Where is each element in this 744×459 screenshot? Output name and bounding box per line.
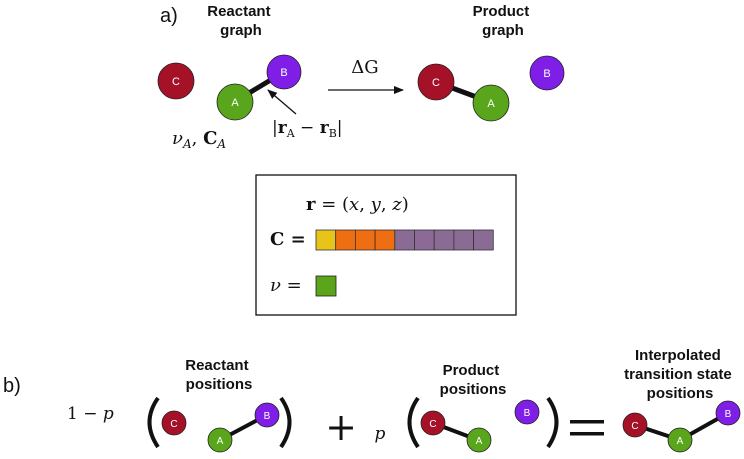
coef-one-minus-p: 1 − p [67,404,114,424]
delta-g-label: ΔG [351,57,378,78]
atom-c-label: C [429,419,436,430]
atom-b-label: B [280,67,287,79]
atom-c-label: C [432,77,440,89]
transition-state-title-line1: Interpolated [635,347,721,364]
product-graph: C A B [417,55,565,122]
c-vector-cell [473,229,494,251]
distance-pointer-arrow [267,89,297,115]
plus-sign: + [325,405,357,449]
position-definition: r = (x, y, z) [306,194,409,215]
reactant-positions: C B A [161,402,280,453]
reactant-positions-title: Reactant positions [185,357,253,393]
equals-sign: = [570,420,604,441]
product-positions-title-line2: positions [440,381,507,398]
atom-a-label: A [231,97,239,109]
distance-sub-b: B [329,127,337,140]
atom-a-label: A [217,436,224,447]
atom-a: A [466,427,492,453]
panel-b-label: b) [3,375,21,397]
distance-r1: r [278,118,288,138]
transition-state-positions: C A B [622,400,741,453]
atom-a: A [667,427,693,453]
distance-sub-a: A [286,127,296,140]
c-vector-cell [414,229,435,251]
atom-a: A [216,83,254,121]
nu-square [315,275,337,297]
product-positions: C A B [420,399,540,453]
atom-b: B [529,55,565,91]
node-feature-label: νA, CA [172,128,226,151]
product-positions-title: Product positions [440,362,507,398]
feature-legend-box: r = (x, y, z) C = ν = [255,174,517,316]
atom-a: A [207,427,233,453]
c-vector-label: C = [270,229,306,250]
right-paren-product [546,396,559,449]
equals-text: = [587,439,588,441]
atom-a-label: A [476,436,483,447]
atom-c-label: C [170,419,177,430]
transition-state-title-line3: positions [647,385,714,402]
nu-symbol: ν [172,128,183,149]
reactant-graph: C B A [157,54,302,121]
reactant-positions-title-line2: positions [186,376,253,393]
product-graph-title-line2: graph [482,22,524,39]
distance-r2: r [320,118,330,138]
c-vector-cell [453,229,474,251]
atom-b: B [715,400,741,426]
atom-c: C [417,63,455,101]
product-graph-title: Product graph [473,3,534,39]
product-graph-title-line1: Product [473,3,530,20]
atom-b: B [514,399,540,425]
c-vector-cell [315,229,337,251]
atom-a-label: A [677,436,684,447]
atom-c: C [420,410,446,436]
atom-c: C [622,412,648,438]
atom-b-label: B [725,409,732,420]
transition-state-title: Interpolated transition state positions [624,347,736,402]
reactant-graph-title-line1: Reactant [207,3,270,20]
distance-minus: − [295,118,320,138]
c-vector-cell [433,229,455,251]
c-vector [315,229,494,251]
atom-a-label: A [487,98,495,110]
c-vector-cell [335,229,356,251]
nu-label: ν = [270,275,302,296]
reactant-graph-title-line2: graph [220,22,262,39]
atom-b-label: B [264,411,271,422]
atom-c-label: C [172,76,180,88]
coef-p: p [375,424,386,444]
atom-c: C [161,410,187,436]
c-vector-cell [354,229,376,251]
atom-b: B [254,402,280,428]
atom-c-label: C [631,421,638,432]
left-paren-reactant [147,396,160,449]
reactant-positions-title-line1: Reactant [185,357,248,374]
atom-c: C [157,62,195,100]
product-positions-title-line1: Product [443,362,500,379]
distance-label: |rA − rB| [272,118,343,140]
atom-b-label: B [524,408,531,419]
panel-a-label: a) [160,5,178,27]
atom-a: A [472,84,510,122]
transition-state-title-line2: transition state [624,366,732,383]
reactant-graph-title: Reactant graph [207,3,275,39]
left-paren-product [407,396,420,449]
atom-b: B [266,54,302,90]
c-vector-cell [374,229,396,251]
c-vector-cell [394,229,415,251]
right-paren-reactant [279,396,292,449]
atom-b-label: B [543,68,550,80]
